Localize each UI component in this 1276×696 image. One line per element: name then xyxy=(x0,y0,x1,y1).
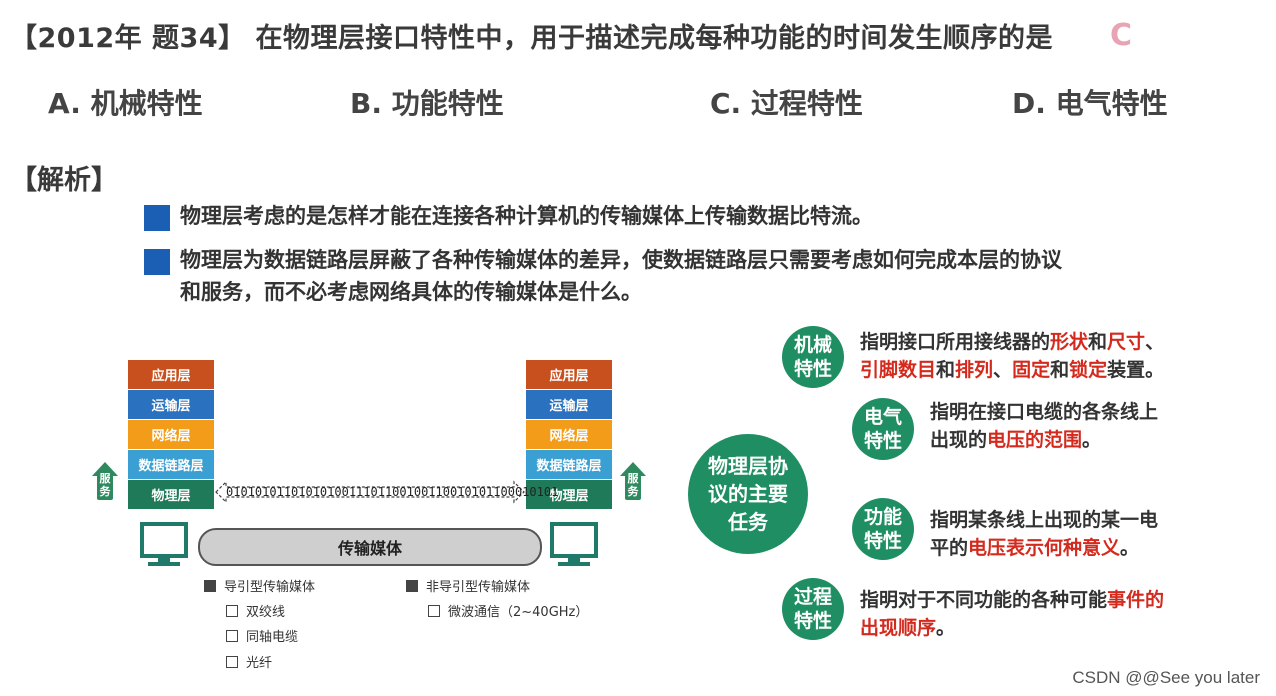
task-circle-procedural: 过程特性 xyxy=(782,578,844,640)
guided-item-coax: 同轴电缆 xyxy=(226,626,298,645)
computer-left-icon xyxy=(140,522,188,566)
filled-square-icon xyxy=(406,579,418,592)
filled-square-icon xyxy=(204,579,216,592)
bit-stream: 0101010110101010011101100100110010101100… xyxy=(226,485,559,499)
task-desc-functional: 指明某条线上出现的某一电 平的电压表示何种意义。 xyxy=(930,506,1158,562)
center-task-circle: 物理层协议的主要任务 xyxy=(688,434,808,554)
desc-line: 引脚数目和排列、固定和锁定装置。 xyxy=(860,359,1165,381)
analysis-title: 【解析】 xyxy=(10,165,118,196)
unguided-media-title: 非导引型传输媒体 xyxy=(406,576,530,595)
analysis-bullet-2-line1: 物理层为数据链路层屏蔽了各种传输媒体的差异，使数据链路层只需要考虑如何完成本层的… xyxy=(180,248,1062,272)
layer-physical: 物理层 xyxy=(526,480,612,509)
guided-item-fiber: 光纤 xyxy=(226,652,272,671)
watermark: CSDN @@See you later xyxy=(1072,668,1260,687)
task-desc-procedural: 指明对于不同功能的各种可能事件的 出现顺序。 xyxy=(860,586,1164,642)
service-label-left: 服务 xyxy=(97,470,113,500)
bit-stream-arrow-icon xyxy=(215,480,525,504)
desc-line: 指明某条线上出现的某一电 xyxy=(930,509,1159,531)
layer-physical: 物理层 xyxy=(128,480,214,509)
guided-item-twisted-pair: 双绞线 xyxy=(226,601,285,620)
layer-application: 应用层 xyxy=(526,360,612,389)
empty-square-icon xyxy=(226,604,238,617)
desc-line: 平的电压表示何种意义。 xyxy=(930,537,1140,559)
layer-data-link: 数据链路层 xyxy=(128,450,214,479)
bullet-square-icon xyxy=(144,249,170,275)
transmission-medium: 传输媒体 xyxy=(198,528,542,566)
layer-transport: 运输层 xyxy=(128,390,214,419)
analysis-bullet-1: 物理层考虑的是怎样才能在连接各种计算机的传输媒体上传输数据比特流。 xyxy=(180,204,873,228)
empty-square-icon xyxy=(428,604,440,617)
layer-application: 应用层 xyxy=(128,360,214,389)
desc-line: 出现的电压的范围。 xyxy=(930,429,1102,451)
bullet-square-icon xyxy=(144,205,170,231)
desc-line: 指明在接口电缆的各条线上 xyxy=(930,401,1159,423)
option-d[interactable]: D. 电气特性 xyxy=(1012,87,1168,120)
empty-square-icon xyxy=(226,629,238,642)
desc-line: 指明对于不同功能的各种可能事件的 xyxy=(860,589,1165,611)
empty-square-icon xyxy=(226,655,238,668)
service-label-right: 服务 xyxy=(625,470,641,500)
task-desc-mechanical: 指明接口所用接线器的形状和尺寸、 引脚数目和排列、固定和锁定装置。 xyxy=(860,328,1164,384)
analysis-bullet-2-line2: 和服务，而不必考虑网络具体的传输媒体是什么。 xyxy=(180,280,642,304)
layer-network: 网络层 xyxy=(128,420,214,449)
task-circle-mechanical: 机械特性 xyxy=(782,326,844,388)
layer-network: 网络层 xyxy=(526,420,612,449)
option-c[interactable]: C. 过程特性 xyxy=(710,87,863,120)
answer-mark: C xyxy=(1110,18,1133,53)
desc-line: 指明接口所用接线器的形状和尺寸、 xyxy=(860,331,1165,353)
layer-transport: 运输层 xyxy=(526,390,612,419)
option-b[interactable]: B. 功能特性 xyxy=(350,87,504,120)
guided-media-title: 导引型传输媒体 xyxy=(204,576,315,595)
analysis-bullet-2: 物理层为数据链路层屏蔽了各种传输媒体的差异，使数据链路层只需要考虑如何完成本层的… xyxy=(180,244,1062,308)
task-circle-electrical: 电气特性 xyxy=(852,398,914,460)
desc-line: 出现顺序。 xyxy=(860,617,956,639)
task-desc-electrical: 指明在接口电缆的各条线上 出现的电压的范围。 xyxy=(930,398,1158,454)
unguided-item-microwave: 微波通信（2~40GHz） xyxy=(428,601,588,620)
question-title: 【2012年 题34】 在物理层接口特性中，用于描述完成每种功能的时间发生顺序的… xyxy=(10,23,1054,54)
layer-data-link: 数据链路层 xyxy=(526,450,612,479)
computer-right-icon xyxy=(550,522,598,566)
task-circle-functional: 功能特性 xyxy=(852,498,914,560)
option-a[interactable]: A. 机械特性 xyxy=(48,87,203,120)
